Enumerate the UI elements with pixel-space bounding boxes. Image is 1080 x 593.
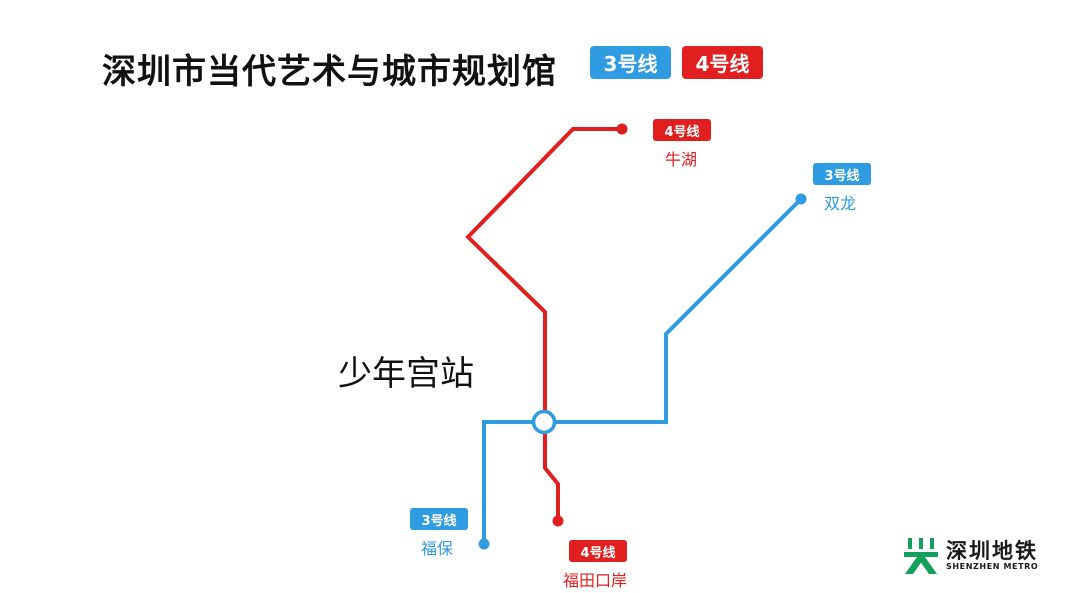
line4-route (543, 424, 560, 521)
niuhu-station-name: 牛湖 (665, 150, 698, 169)
futian-port-station-dot (552, 515, 564, 527)
fubao-line-badge: 3号线 (410, 508, 468, 530)
logo-english-text: SHENZHEN METRO (946, 562, 1039, 571)
niuhu-station-dot (616, 123, 628, 135)
futian-port-line-badge: 4号线 (569, 540, 627, 562)
fubao-station-dot (478, 538, 490, 550)
fubao-station-name: 福保 (421, 539, 454, 558)
line3-route (482, 197, 803, 544)
niuhu-line-badge: 4号线 (653, 119, 711, 141)
legend-line3-badge: 3号线 (590, 46, 671, 79)
page-title: 深圳市当代艺术与城市规划馆 (102, 52, 557, 92)
line4-route (465, 127, 622, 418)
current-station-label: 少年宫站 (338, 354, 474, 394)
shuanglong-station-name: 双龙 (824, 194, 857, 213)
legend-line4-badge: 4号线 (682, 46, 763, 79)
shenzhen-metro-logo-icon (904, 538, 938, 574)
logo-chinese-text: 深圳地铁 (946, 539, 1038, 563)
shuanglong-line-badge: 3号线 (813, 163, 871, 185)
shuanglong-station-dot (795, 193, 807, 205)
interchange-station-marker (531, 409, 557, 435)
shenzhen-metro-logo: 深圳地铁 SHENZHEN METRO (904, 538, 1038, 574)
futian-port-station-name: 福田口岸 (563, 571, 628, 590)
